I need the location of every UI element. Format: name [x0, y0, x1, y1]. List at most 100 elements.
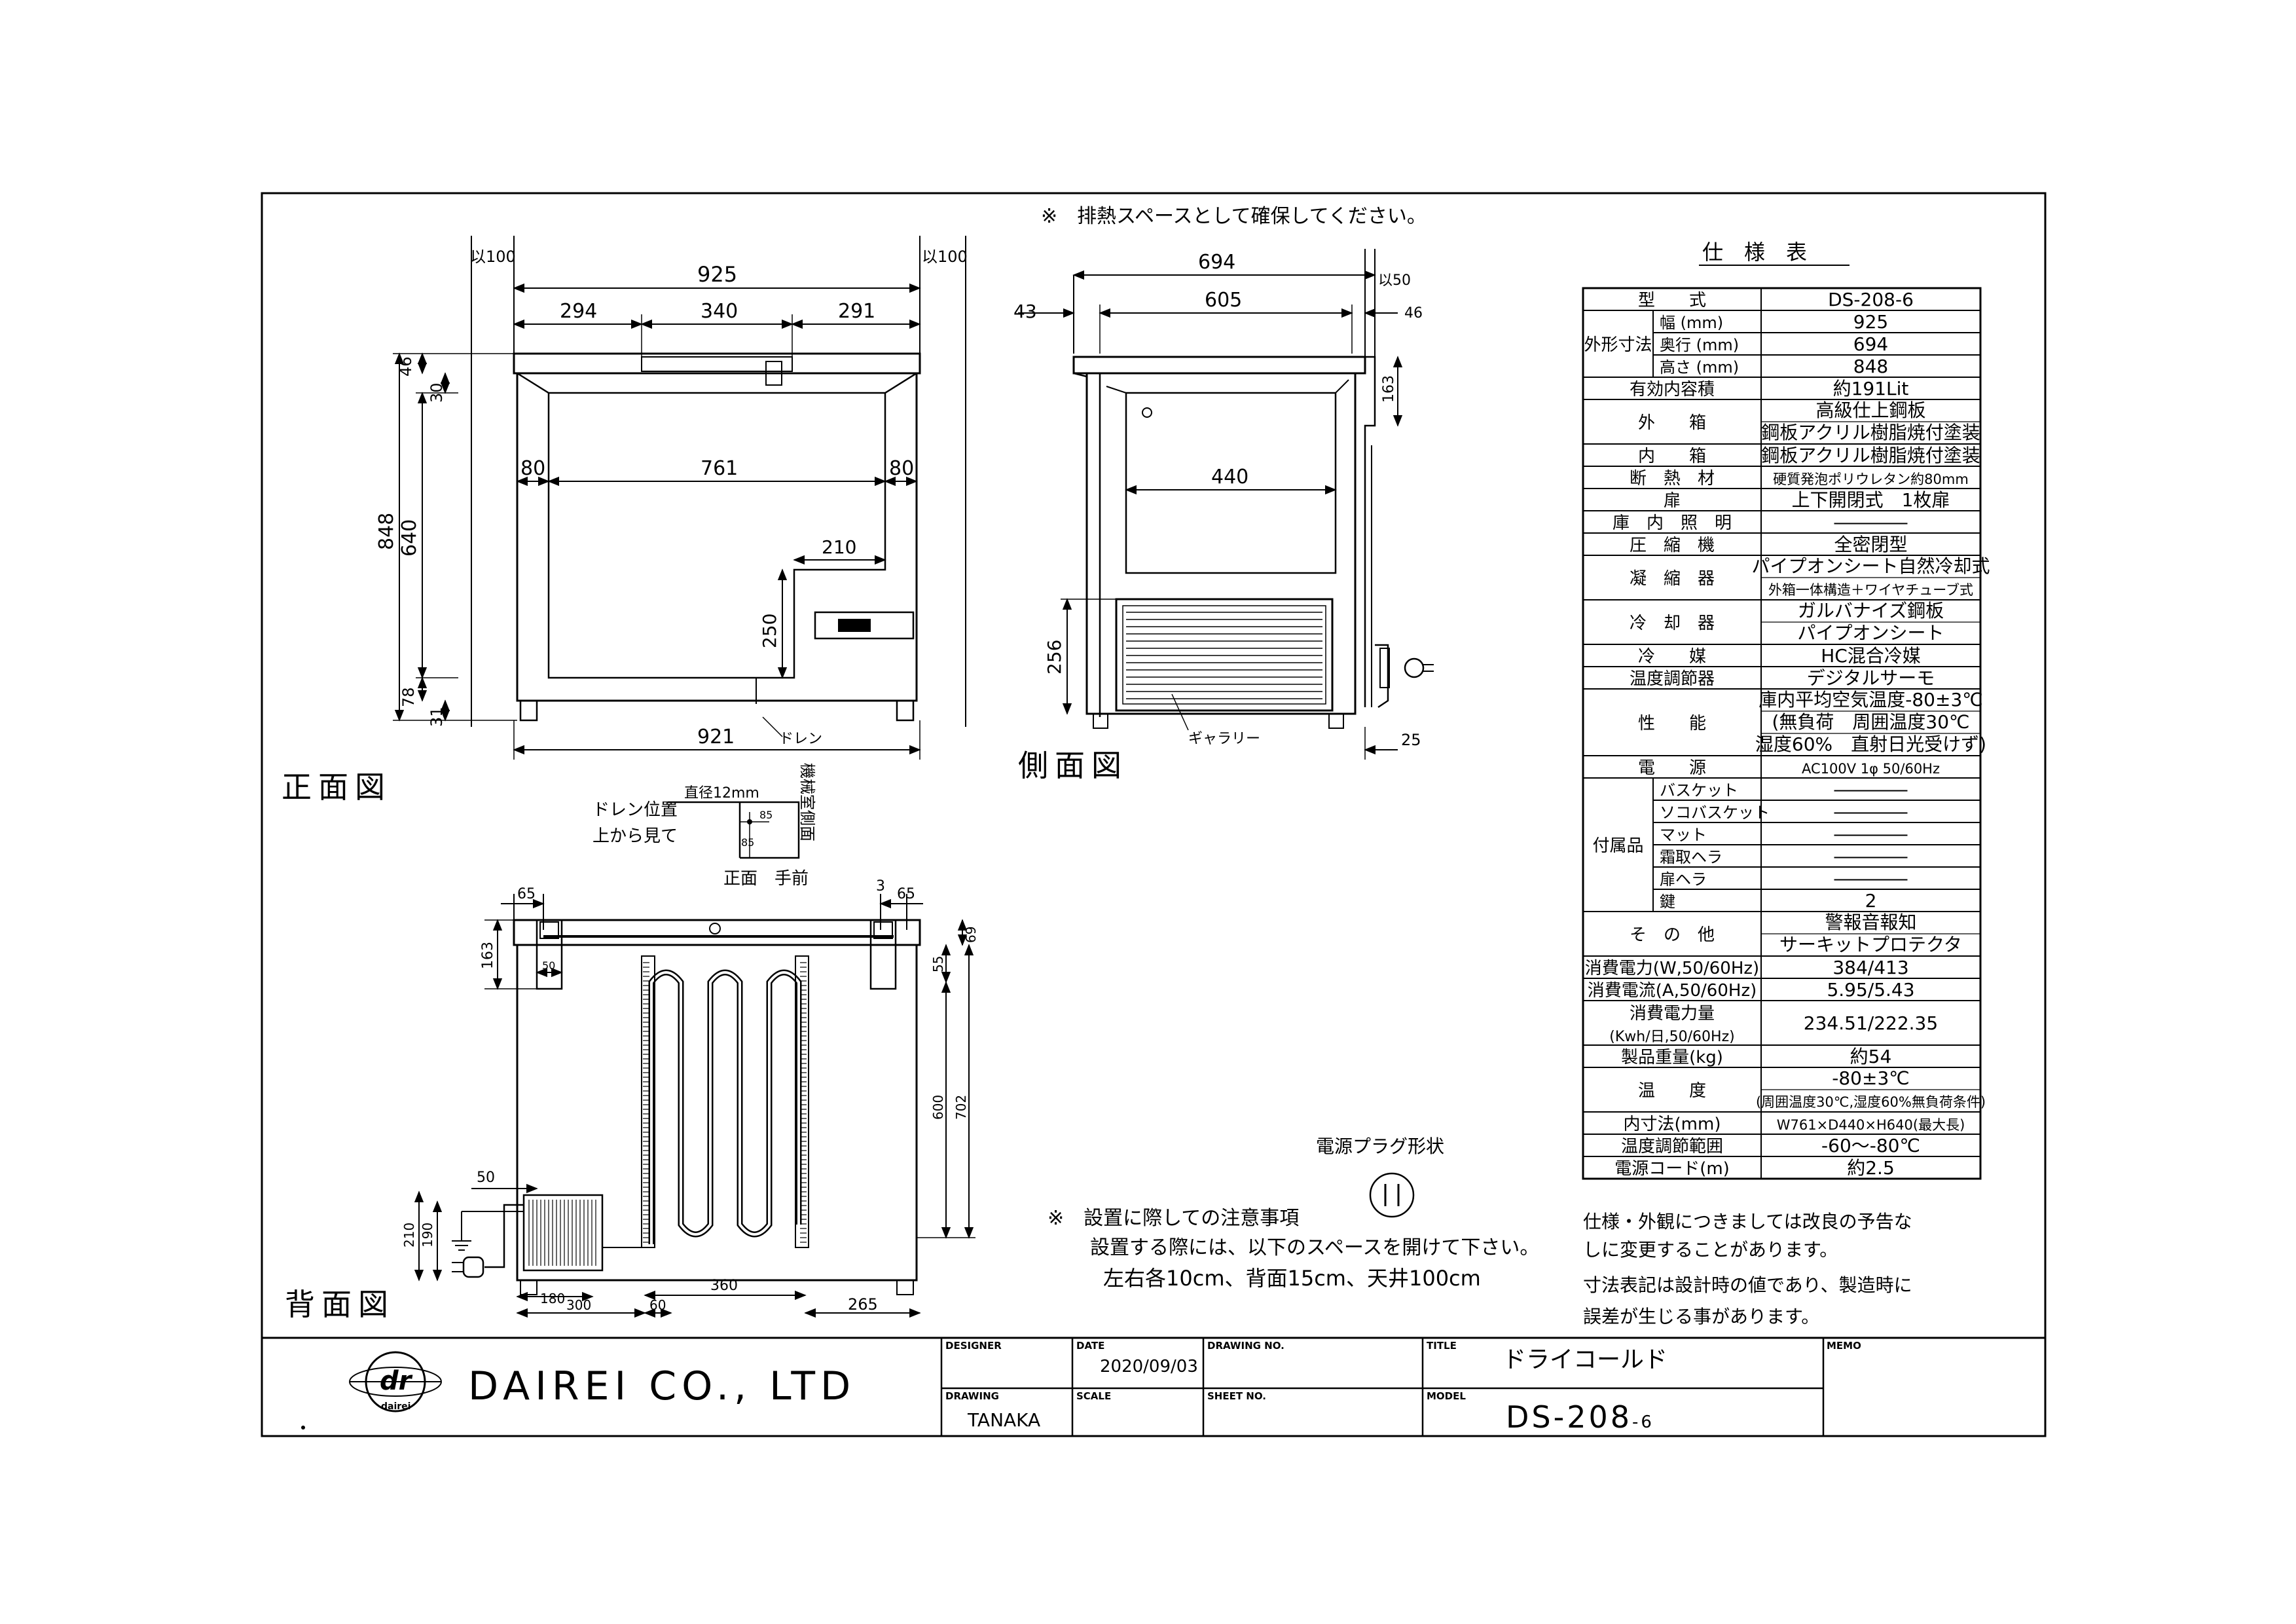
front-dim-210: 210	[822, 536, 856, 558]
logo-text: dr	[380, 1366, 413, 1396]
spec-value: デジタルサーモ	[1807, 667, 1935, 689]
drain-detail: ドレン位置 上から見て 直径12mm 85 85 機械室側面 正面 手前	[592, 763, 816, 889]
spec-value: HC混合冷媒	[1821, 645, 1921, 667]
rear-dim-300: 300	[566, 1297, 591, 1313]
date-label: DATE	[1076, 1340, 1104, 1352]
plug-label: 電源プラグ形状	[1316, 1135, 1444, 1157]
spec-sub-label: 奥行 (mm)	[1660, 336, 1739, 354]
spec-value: 約191Lit	[1833, 378, 1909, 399]
spec-sub-label: ソコバスケット	[1660, 803, 1770, 822]
front-dim-46: 46	[397, 356, 415, 377]
spec-sub-label: 霜取ヘラ	[1660, 848, 1722, 866]
plug-shape-icon	[1369, 1172, 1415, 1218]
side-dim-256: 256	[1044, 640, 1065, 674]
spec-value: 上下開閉式 1枚扉	[1792, 489, 1950, 511]
spec-value: 湿度60% 直射日光受けず)	[1755, 733, 1986, 755]
spec-value: 約2.5	[1847, 1157, 1895, 1179]
front-dim-640: 640	[398, 519, 421, 557]
spec-value: 高級仕上鋼板	[1815, 399, 1925, 421]
spec-value: (無負荷 周囲温度30℃	[1772, 711, 1970, 733]
date-value: 2020/09/03	[1100, 1357, 1198, 1376]
install-title: ※ 設置に際しての注意事項	[1048, 1207, 1299, 1230]
rear-view-label: 背面図	[285, 1287, 395, 1322]
drain-dim-b: 85	[741, 836, 754, 849]
drain-title-1: ドレン位置	[592, 800, 678, 820]
front-control-panel	[814, 611, 915, 640]
spec-label-2: (Kwh/日,50/60Hz)	[1609, 1029, 1734, 1045]
spec-label: 有効内容積	[1630, 380, 1715, 399]
rear-dim-69: 69	[963, 927, 979, 943]
disclaimer: 仕様・外観につきましては改良の予告な しに変更することがあります。 寸法表記は設…	[1583, 1211, 1912, 1327]
spec-label: 圧 縮 機	[1630, 536, 1715, 555]
spec-value: 848	[1853, 356, 1888, 377]
rear-dim-50-cord: 50	[477, 1170, 495, 1186]
spec-label: 外 箱	[1638, 413, 1706, 433]
rear-dim-50-hinge: 50	[542, 959, 555, 972]
spec-value: ――――	[1834, 801, 1908, 822]
rear-view: 65 3 65 163	[285, 878, 979, 1322]
disclaimer-4: 誤差が生じる事があります。	[1583, 1306, 1819, 1327]
spec-value: 925	[1853, 311, 1888, 333]
drain-caption: 正面 手前	[723, 869, 809, 889]
memo-label: MEMO	[1827, 1340, 1861, 1352]
side-dim-440: 440	[1211, 466, 1248, 489]
side-dim-43: 43	[1013, 301, 1037, 322]
spec-label: 扉	[1664, 491, 1681, 511]
spec-value: 鋼板アクリル樹脂焼付塗装	[1761, 445, 1980, 466]
rear-dim-180: 180	[540, 1291, 565, 1306]
spec-value: 鋼板アクリル樹脂焼付塗装	[1761, 422, 1980, 443]
model-label: MODEL	[1427, 1390, 1466, 1402]
rear-dim-265: 265	[848, 1295, 878, 1314]
spec-label: 内 箱	[1638, 447, 1706, 466]
spec-label: 消費電流(A,50/60Hz)	[1588, 981, 1757, 1001]
spec-value: 外箱一体構造＋ワイヤチューブ式	[1768, 582, 1973, 598]
drawing-value: TANAKA	[967, 1409, 1040, 1431]
drawing-label: DRAWING	[945, 1390, 999, 1402]
spec-sub-label: 扉ヘラ	[1660, 870, 1707, 889]
side-dim-163: 163	[1381, 375, 1397, 403]
front-body	[516, 372, 918, 702]
spec-label: 型 式	[1638, 291, 1706, 310]
spec-value: ――――	[1834, 823, 1908, 845]
spec-label: 電源コード(m)	[1614, 1159, 1730, 1179]
sheet-no-label: SHEET NO.	[1207, 1390, 1266, 1402]
rear-compressor	[522, 1194, 604, 1272]
rear-body	[516, 944, 918, 1282]
rear-dim-702: 702	[953, 1095, 969, 1120]
spec-label: そ の 他	[1630, 925, 1715, 945]
spec-label: 冷 媒	[1638, 647, 1706, 667]
rear-dim-600: 600	[930, 1095, 946, 1120]
header-note: ※ 排熱スペースとして確保してください。	[1041, 205, 1427, 228]
spec-value: パイプオンシート自然冷却式	[1751, 555, 1990, 577]
spec-value: W761×D440×H640(最大長)	[1777, 1117, 1965, 1133]
install-line-1: 設置する際には、以下のスペースを開けて下さい。	[1090, 1236, 1539, 1259]
spec-label: 温度調節器	[1630, 669, 1715, 689]
spec-value: ――――	[1834, 868, 1908, 889]
spec-label: 内寸法(mm)	[1624, 1115, 1721, 1134]
spec-value: 384/413	[1832, 957, 1908, 978]
spec-value: 全密閉型	[1834, 534, 1907, 555]
front-drain-label: ドレン	[779, 731, 822, 747]
plug-section: 電源プラグ形状	[1316, 1135, 1444, 1218]
spec-group-label: 付属品	[1592, 836, 1643, 856]
coil-tube-inner	[650, 971, 800, 1244]
drain-side-label: 機械室側面	[798, 763, 816, 841]
scale-label: SCALE	[1076, 1390, 1111, 1402]
rear-dim-65-right: 65	[897, 886, 915, 902]
drawing-no-label: DRAWING NO.	[1207, 1340, 1285, 1352]
side-body	[1085, 372, 1357, 715]
front-clear-right: 以100	[922, 248, 968, 266]
side-dim-605: 605	[1205, 289, 1242, 312]
rear-dim-60: 60	[649, 1297, 666, 1313]
spec-label: 庫 内 照 明	[1613, 513, 1732, 533]
spec-value: パイプオンシート	[1797, 622, 1944, 644]
spec-value: 約54	[1850, 1046, 1892, 1067]
spec-value: ――――	[1834, 779, 1908, 800]
front-dim-340: 340	[701, 300, 738, 323]
rear-dim-163: 163	[480, 942, 496, 969]
front-dim-925: 925	[697, 262, 737, 287]
spec-value: 5.95/5.43	[1827, 979, 1914, 1001]
spec-value: -60～-80℃	[1821, 1135, 1920, 1156]
front-dim-80-right: 80	[889, 457, 914, 480]
coil-frame-right	[795, 955, 809, 1248]
